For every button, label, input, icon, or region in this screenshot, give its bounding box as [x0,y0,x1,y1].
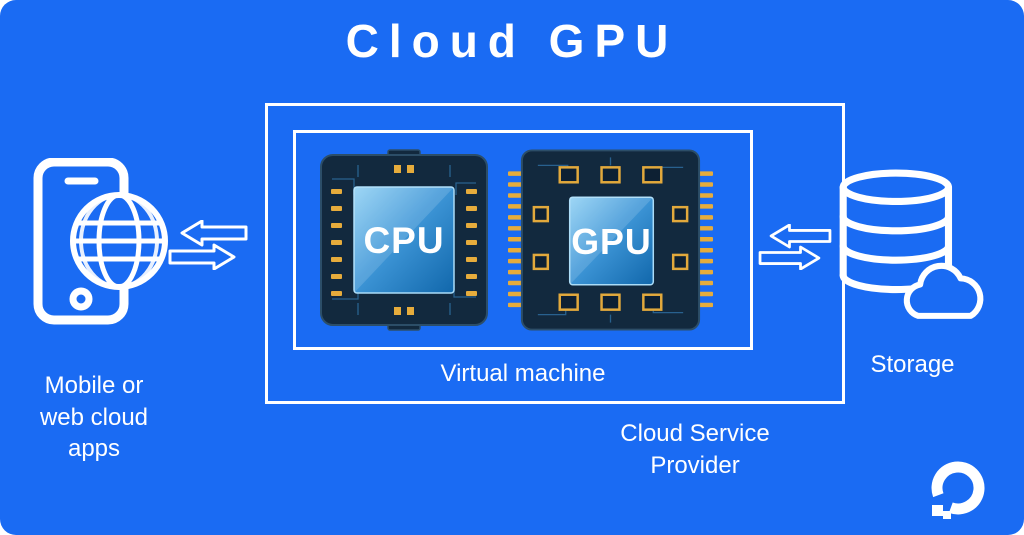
smartphone-globe-icon [33,158,168,325]
cloud-service-provider-box: CPU [265,103,845,404]
bidirectional-arrow-icon [758,224,832,270]
gpu-label: GPU [571,222,652,262]
virtual-machine-box: CPU [293,130,753,350]
virtual-machine-label: Virtual machine [440,360,606,387]
cpu-chip: CPU [320,149,488,331]
digitalocean-logo [931,461,985,519]
cloud-service-provider-label: Cloud Service Provider [620,420,770,479]
mobile-apps-label: Mobile or web cloud apps [39,372,149,463]
bidirectional-arrow-icon [168,220,248,270]
database-cloud-icon [839,169,984,319]
gpu-chip: GPU [508,149,713,331]
diagram-title: Cloud GPU [345,15,679,67]
storage-label: Storage [870,351,955,378]
cpu-label: CPU [363,220,444,261]
